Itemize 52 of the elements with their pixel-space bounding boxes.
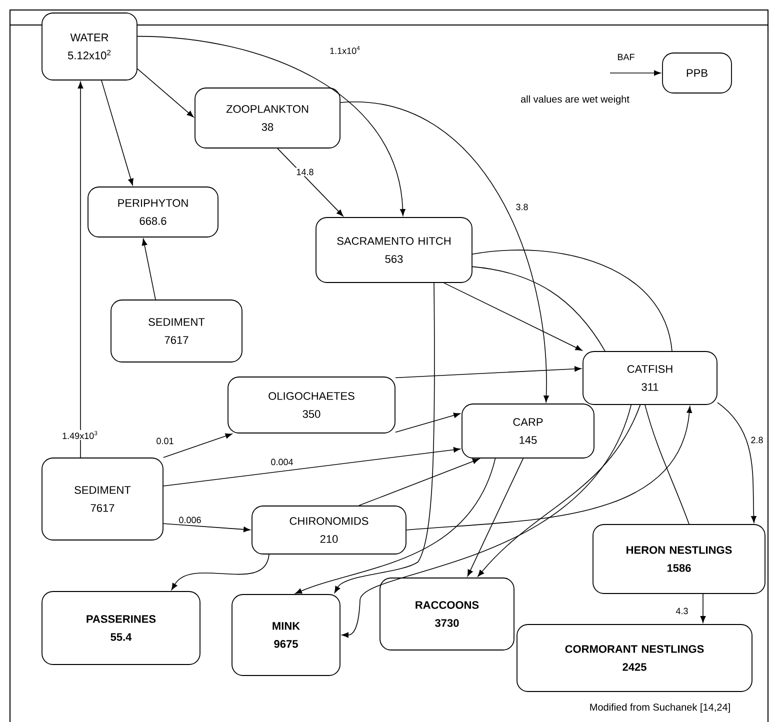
edge-label: 0.004 bbox=[270, 458, 294, 466]
arrow bbox=[78, 82, 84, 458]
compartment-box: PERIPHYTON 668.6 bbox=[88, 186, 218, 238]
compartment-box: CHIRONOMIDS 210 bbox=[252, 506, 406, 554]
arrow bbox=[163, 447, 460, 486]
compartment-box: SEDIMENT 7617 bbox=[110, 300, 242, 362]
edge-label: 0.006 bbox=[178, 516, 202, 524]
compartment-box: SACRAMENTO HITCH 563 bbox=[316, 217, 472, 283]
compartment-box: ZOOPLANKTON 38 bbox=[194, 88, 340, 148]
arrow bbox=[295, 458, 496, 594]
arrow bbox=[163, 523, 250, 532]
arrow bbox=[142, 238, 156, 300]
compartment-box: CORMORANT NESTLINGS 2425 bbox=[516, 624, 752, 692]
arrow bbox=[610, 70, 661, 76]
compartment-box: RACCOONS 3730 bbox=[380, 578, 514, 650]
edge-label: 4.3 bbox=[674, 606, 690, 616]
edge-label: 1.49x10$^{3}$ bbox=[61, 430, 99, 440]
compartment-box: OLIGOCHAETES 350 bbox=[228, 376, 396, 434]
arrow bbox=[171, 554, 270, 590]
arrow bbox=[700, 594, 706, 623]
edge-label: BAF bbox=[616, 52, 636, 62]
edge-label: 14.8 bbox=[295, 168, 315, 176]
arrow bbox=[406, 406, 692, 530]
note-text: all values are wet weight bbox=[520, 95, 630, 105]
compartment-box: HERON NESTLINGS 1586 bbox=[592, 524, 766, 594]
arrow bbox=[395, 412, 460, 433]
arrow bbox=[277, 148, 344, 216]
arrow bbox=[334, 282, 435, 593]
arrow bbox=[444, 282, 582, 351]
edge-label: 3.8 bbox=[514, 202, 530, 212]
note-text: Modified from Suchanek [14,24] bbox=[590, 703, 730, 713]
arrow bbox=[358, 458, 480, 506]
arrow bbox=[478, 404, 641, 577]
arrow bbox=[137, 68, 194, 118]
arrow bbox=[342, 404, 632, 638]
arrow bbox=[467, 458, 524, 576]
arrow bbox=[717, 402, 756, 523]
compartment-box: CATFISH 311 bbox=[582, 351, 718, 405]
arrow bbox=[340, 102, 549, 402]
arrow bbox=[101, 80, 134, 186]
compartment-box: PPB bbox=[662, 52, 732, 94]
compartment-box: PASSERINES 55.4 bbox=[42, 591, 200, 665]
compartment-box: MINK 9675 bbox=[232, 594, 340, 676]
edge-label: 1.1x10$^{4}$ bbox=[328, 44, 362, 56]
edge-label: 2.8 bbox=[750, 436, 764, 444]
arrow bbox=[395, 366, 582, 378]
arrow bbox=[137, 36, 406, 216]
compartment-box: WATER 5.12x10$^{2}$ bbox=[42, 12, 138, 80]
compartment-box: SEDIMENT 7617 bbox=[42, 458, 164, 540]
arrow bbox=[163, 433, 232, 458]
edge-label: 0.01 bbox=[155, 436, 175, 446]
compartment-box: CARP 145 bbox=[462, 404, 594, 458]
